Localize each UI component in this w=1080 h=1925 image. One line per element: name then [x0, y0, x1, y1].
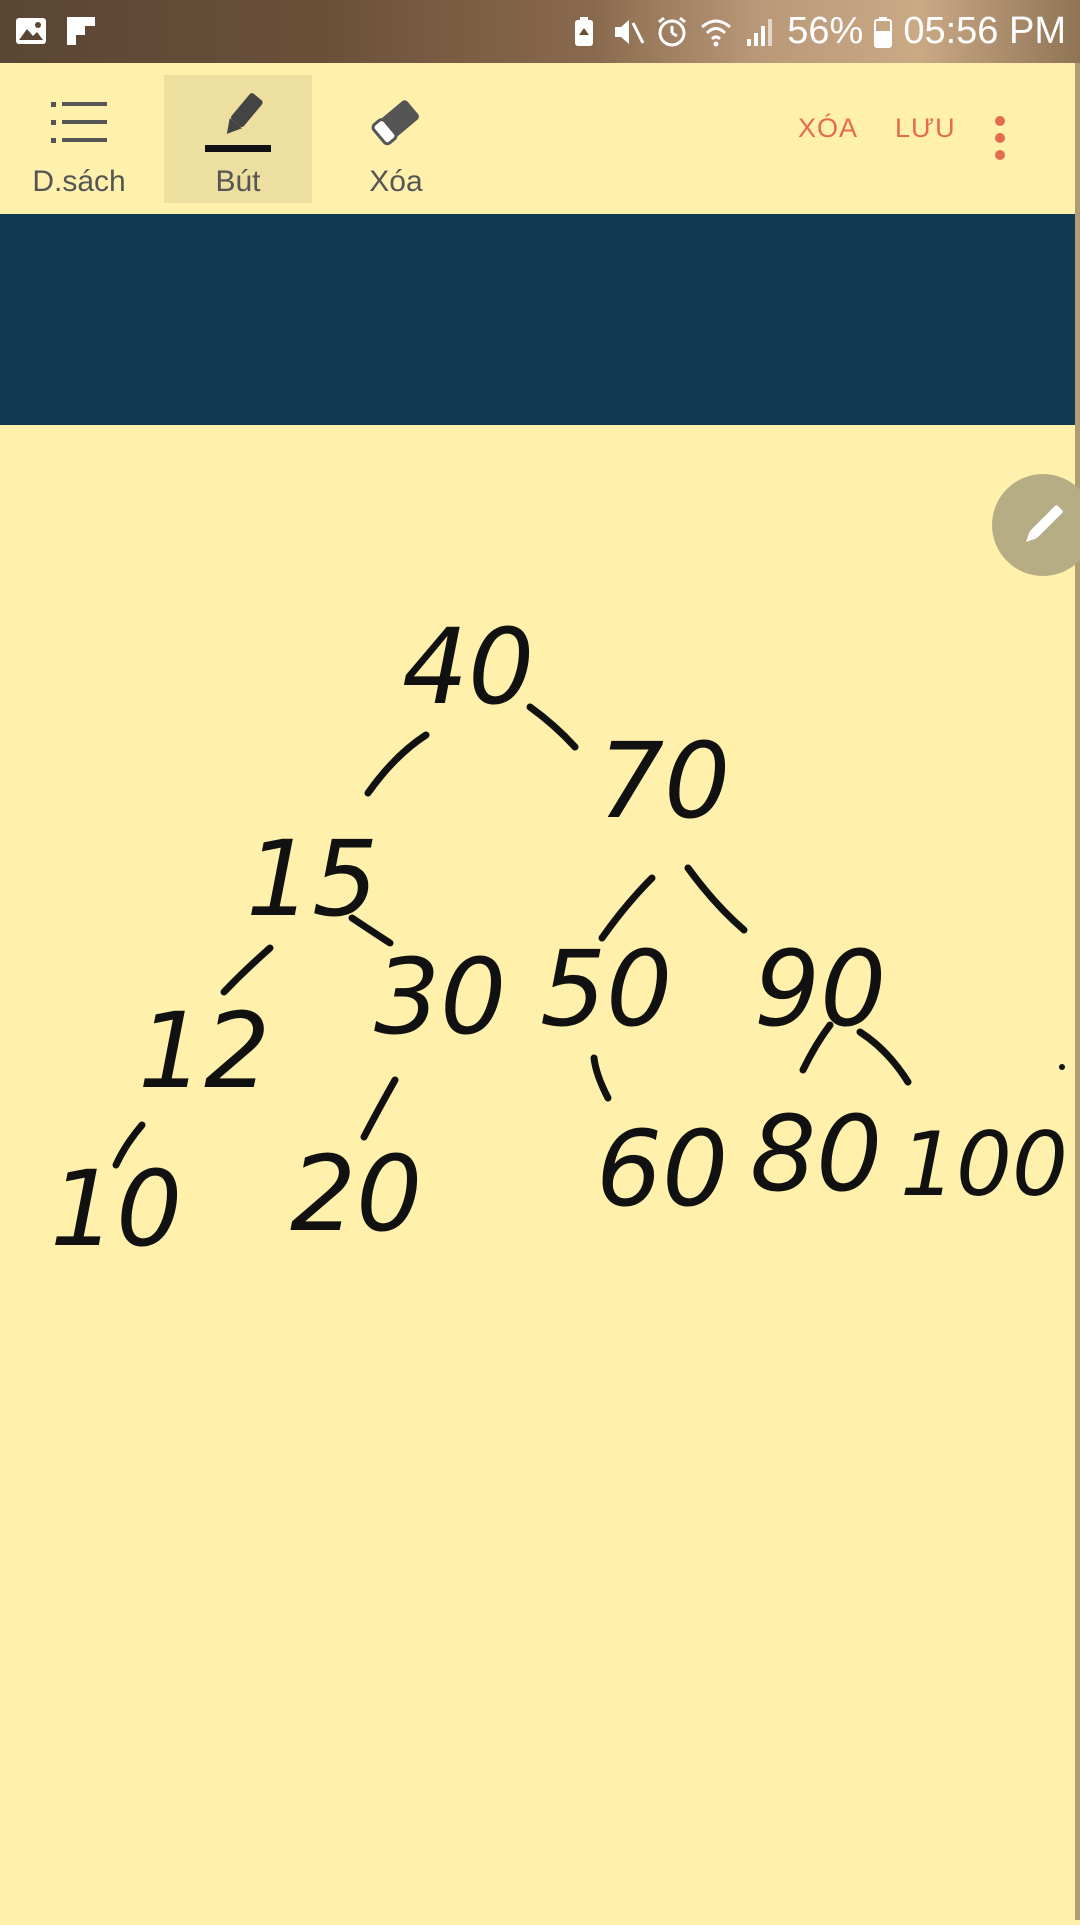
- node-15: 15: [246, 818, 378, 940]
- flipboard-icon: [67, 17, 95, 45]
- tool-list-label: D.sách: [32, 165, 126, 198]
- pen-icon: [205, 93, 271, 152]
- status-bar: 56% 05:56 PM: [0, 0, 1080, 63]
- signal-icon: [747, 18, 773, 46]
- alarm-icon: [658, 16, 687, 46]
- stray-dot: [1059, 1064, 1065, 1070]
- clock: 05:56 PM: [903, 10, 1066, 52]
- battery-icon: [874, 16, 893, 48]
- more-options-icon[interactable]: [990, 115, 1010, 161]
- list-icon: [51, 102, 107, 143]
- node-12: 12: [138, 990, 270, 1112]
- node-100: 100: [900, 1113, 1068, 1216]
- tree-edges: [112, 703, 912, 1169]
- tool-eraser[interactable]: Xóa: [322, 75, 470, 203]
- node-70: 70: [598, 720, 730, 842]
- image-icon: [16, 18, 46, 44]
- tool-list[interactable]: D.sách: [5, 75, 153, 203]
- node-10: 10: [50, 1148, 182, 1270]
- right-edge-strip: [1075, 63, 1080, 1920]
- node-80: 80: [750, 1093, 882, 1215]
- node-20: 20: [290, 1133, 422, 1255]
- tool-eraser-label: Xóa: [369, 165, 423, 198]
- node-90: 90: [754, 928, 886, 1050]
- mute-icon: [615, 19, 645, 44]
- tree-nodes: 40 70 15 12 30 50 90 10 20 60 80 100: [50, 606, 1068, 1270]
- battery-percent: 56%: [787, 10, 864, 52]
- tool-pen[interactable]: Bút: [164, 75, 312, 203]
- wifi-icon: [701, 19, 732, 46]
- battery-saver-icon: [575, 16, 594, 46]
- node-50: 50: [540, 928, 672, 1050]
- tool-pen-label: Bút: [215, 165, 261, 198]
- save-button[interactable]: LƯU: [895, 113, 956, 143]
- floating-pen-button[interactable]: [992, 474, 1080, 576]
- clear-button[interactable]: XÓA: [798, 113, 859, 143]
- node-60: 60: [596, 1108, 728, 1230]
- node-30: 30: [374, 936, 506, 1058]
- drawing-canvas[interactable]: 40 70 15 12 30 50 90 10 20 60 80 100: [0, 425, 1080, 1920]
- eraser-icon: [371, 100, 419, 146]
- handwriting-drawing: 40 70 15 12 30 50 90 10 20 60 80 100: [50, 606, 1068, 1270]
- node-40: 40: [402, 606, 534, 728]
- pencil-icon: [1026, 505, 1063, 542]
- color-band: [0, 214, 1075, 425]
- toolbar: D.sách Bút Xóa XÓA LƯU: [0, 63, 1080, 214]
